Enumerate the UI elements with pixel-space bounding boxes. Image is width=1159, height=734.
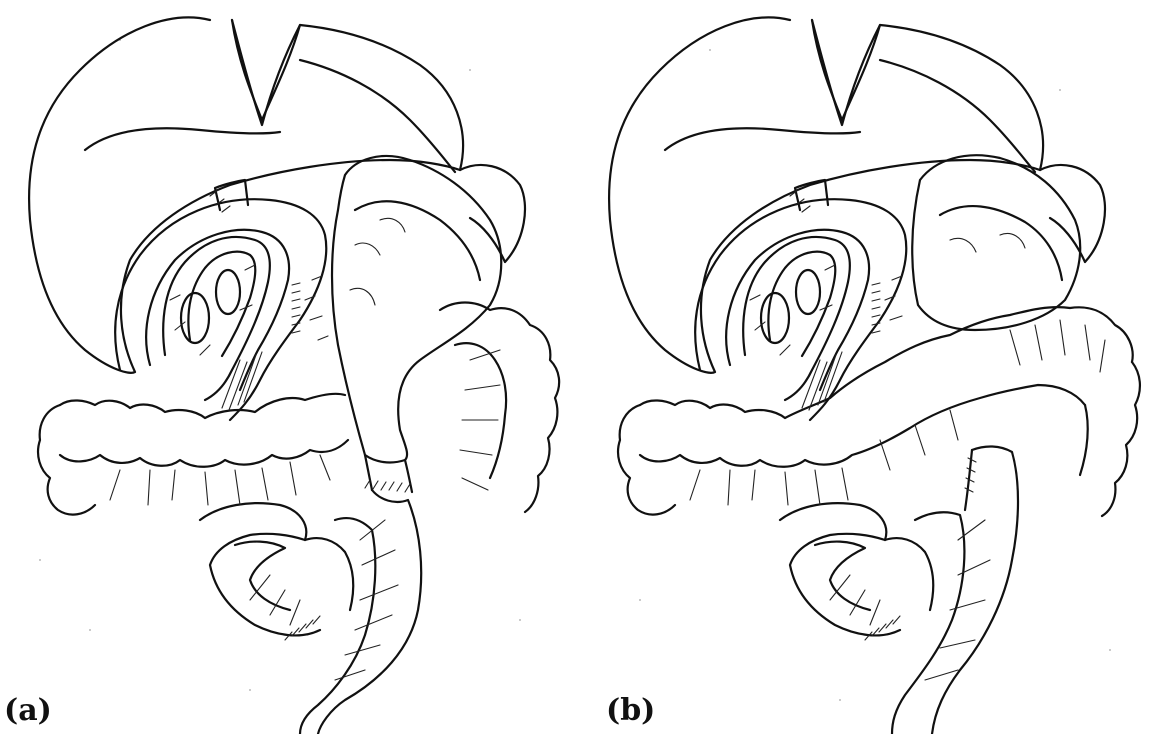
- transverse-colon-lower: [60, 440, 348, 467]
- roux-limb-inner: [892, 512, 964, 734]
- pancreatic-duct-lumen-2: [796, 270, 820, 314]
- panel-a-label: (a): [4, 696, 52, 726]
- liver-fissure: [232, 20, 300, 125]
- pancreatic-duct-lumen: [181, 293, 209, 343]
- roux-limb-knot: [885, 538, 933, 610]
- stomach-rugae: [350, 218, 405, 305]
- transverse-colon-upper: [640, 307, 1133, 418]
- roux-vessels: [335, 520, 398, 680]
- loop-vessels: [830, 575, 880, 625]
- liver-right-lobe-line: [665, 128, 860, 150]
- colon-vessels: [1010, 320, 1105, 372]
- transverse-colon-lower: [640, 385, 1085, 467]
- small-bowel-loop-inner: [815, 542, 870, 610]
- panel-b-drawing: [580, 0, 1159, 734]
- pancreas-loop-inner: [768, 252, 835, 356]
- liver-right-lobe-line: [85, 128, 280, 150]
- colon-descending-inner: [1080, 405, 1088, 475]
- liver-fissure: [812, 20, 880, 125]
- roux-limb-outer: [932, 446, 1018, 734]
- stomach-outline: [332, 156, 501, 463]
- pancreatic-duct-lumen: [761, 293, 789, 343]
- pancreatic-duct-lumen-2: [216, 270, 240, 314]
- stomach-outline: [912, 155, 1080, 330]
- panel-a: (a): [0, 0, 579, 734]
- small-bowel-loop-left: [780, 503, 900, 635]
- sutures-jejunojejunostomy: [285, 616, 320, 640]
- stent-tubes: [222, 352, 262, 410]
- panel-b: (b): [580, 0, 1159, 734]
- stomach-fundus-curve: [355, 201, 480, 280]
- small-bowel-loop-inner: [235, 542, 290, 610]
- small-bowel-loop-left: [200, 503, 320, 635]
- stomach-curve: [940, 206, 1062, 280]
- liver-left-lobe-line: [300, 60, 455, 172]
- loop-vessels: [250, 575, 300, 625]
- colon-descending: [1102, 362, 1140, 516]
- gastroenteric-anastomosis: [365, 455, 412, 492]
- sutures-jejunojejunostomy: [865, 616, 900, 640]
- liver-left-lobe-line: [880, 60, 1035, 172]
- gallbladder-outline: [460, 165, 525, 262]
- panel-a-drawing: [0, 0, 579, 734]
- transverse-colon-upper: [60, 394, 345, 418]
- colon-descending-inner: [455, 343, 506, 478]
- pancreas-loop-inner: [188, 252, 255, 356]
- roux-limb-knot: [305, 538, 353, 610]
- stomach-rugae: [950, 233, 1025, 252]
- paper-speckle: [639, 49, 1111, 701]
- panel-b-label: (b): [606, 696, 655, 726]
